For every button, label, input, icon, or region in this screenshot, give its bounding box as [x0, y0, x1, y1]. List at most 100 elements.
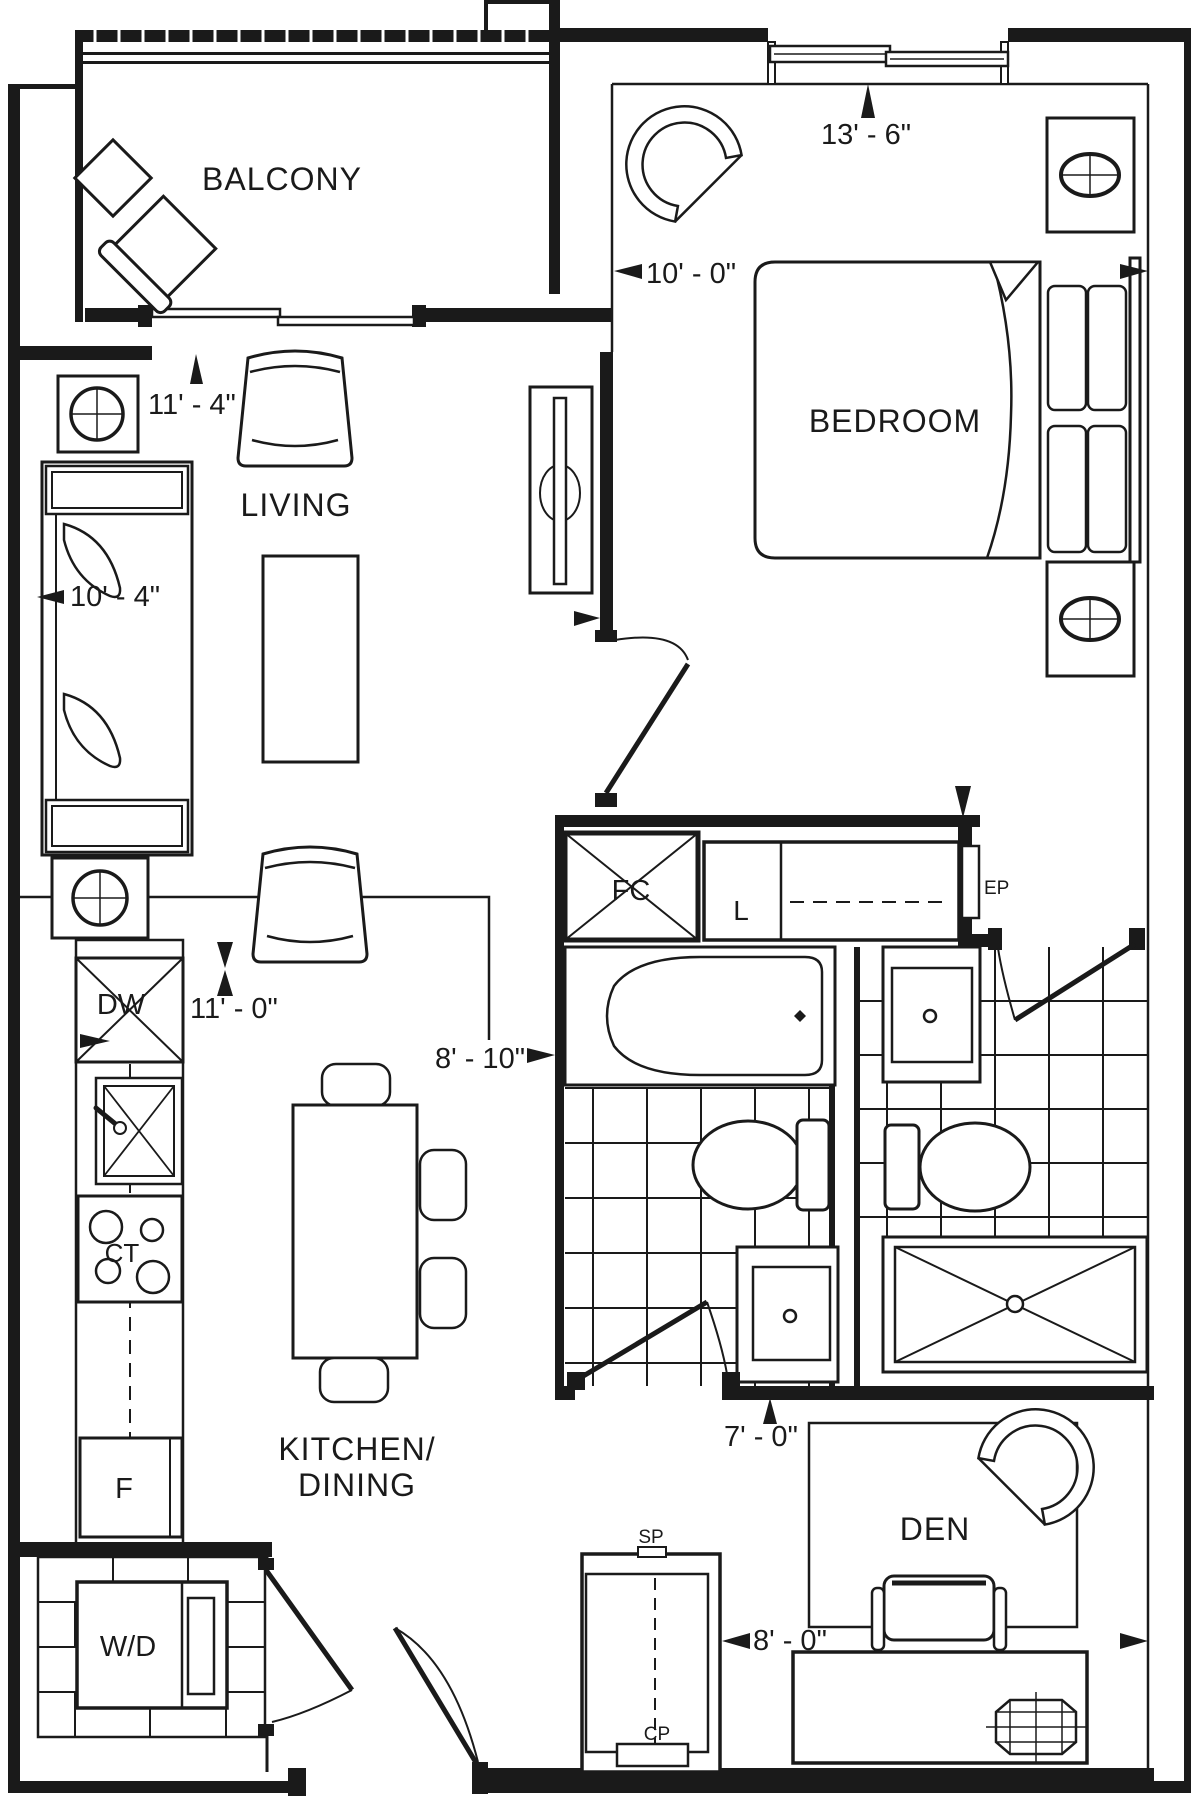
svg-text:11' - 4": 11' - 4"	[148, 389, 236, 421]
wall-pier	[549, 0, 560, 294]
ensuite-door	[988, 928, 1145, 1023]
arrow-divider-marker	[574, 611, 600, 626]
wall-right-outer	[1184, 28, 1191, 1793]
wall-balcony-south-1	[85, 308, 138, 322]
svg-text:10' - 4": 10' - 4"	[70, 581, 160, 613]
dishwasher-label: DW	[97, 989, 146, 1021]
dim-bedroom-length: 13' - 6"	[821, 84, 911, 151]
dishwasher: DW	[74, 956, 185, 1064]
bath-door	[567, 1299, 740, 1390]
kitchen-label-line2: DINING	[298, 1467, 416, 1503]
sofa-pillow-1	[62, 522, 122, 599]
entry-threshold	[288, 1768, 306, 1796]
sofa	[40, 460, 194, 857]
vanity-ensuite	[881, 945, 982, 1084]
wall-bath-north	[555, 815, 980, 827]
dining-chair-right-2	[418, 1256, 468, 1330]
nightstand-bottom	[1045, 560, 1136, 678]
balcony-railing	[75, 30, 554, 64]
wall-living-notch	[20, 346, 152, 360]
armchair-bottom	[251, 845, 369, 964]
bed-blanket-fold	[988, 260, 1041, 303]
den-label: DEN	[900, 1511, 971, 1547]
sofa-pillow-2	[62, 692, 122, 769]
arrow-dw	[80, 1034, 110, 1048]
entry-door	[392, 1626, 481, 1768]
sp-fixture	[637, 1546, 667, 1558]
living: LIVING	[40, 349, 594, 964]
washer-dryer: W/D	[75, 1580, 229, 1710]
wall-balcony-south-2	[426, 308, 558, 322]
living-label: LIVING	[241, 487, 352, 523]
den-lounge-chair	[977, 1408, 1095, 1526]
washer-dryer-label: W/D	[100, 1631, 156, 1663]
bedroom-window	[767, 41, 1010, 85]
dimensions: 11' - 4" 13' - 6" 10' - 0" 10' - 4" 11' …	[37, 84, 1148, 1657]
bed-blanket-edge	[985, 261, 1013, 559]
dim-bedroom-width: 10' - 0"	[614, 258, 1148, 290]
balcony-table	[72, 137, 154, 219]
toilet-ensuite	[883, 1121, 1032, 1213]
wall-bedroom-inner-faces	[610, 82, 1148, 352]
bathroom-ensuite	[574, 611, 1149, 1374]
wall-left-outer	[8, 85, 20, 1793]
bedroom-lounge-chair	[625, 105, 743, 223]
line-living-south	[20, 895, 491, 1040]
balcony-chair	[97, 194, 218, 315]
fan-coil-label: FC	[612, 875, 651, 907]
svg-text:11' - 0": 11' - 0"	[190, 993, 278, 1025]
shower-drain	[1005, 1294, 1025, 1314]
dim-kitchen-length: 11' - 0"	[190, 942, 278, 1025]
dining-table-set	[291, 1062, 468, 1404]
bed	[753, 260, 1042, 560]
laundry-entry: W/D SP CP	[36, 1527, 722, 1774]
bathtub	[563, 945, 837, 1087]
wall-bath-divider-b	[854, 947, 860, 1387]
wall-bottom-left	[8, 1781, 296, 1793]
tv-console	[528, 385, 594, 595]
bedroom-door	[595, 630, 691, 807]
arrow-hall-marker	[955, 786, 971, 818]
wall-endcap-entry	[472, 1762, 488, 1794]
sp-label: SP	[638, 1527, 663, 1548]
electrical-panel: EP	[960, 844, 1009, 920]
cp-label: CP	[644, 1724, 670, 1745]
armchair-top	[236, 349, 354, 468]
wall-bath-west	[555, 815, 564, 1400]
wall-divider	[600, 352, 613, 638]
svg-text:7' - 0": 7' - 0"	[724, 1421, 798, 1453]
fridge: F	[78, 1436, 184, 1539]
dining-chair-bottom	[318, 1356, 390, 1404]
linen-label: L	[733, 895, 749, 926]
dim-den-width: 8' - 0"	[722, 1625, 1148, 1657]
linen-closet: L	[702, 840, 961, 942]
wall-top-left-seg	[560, 28, 768, 42]
dim-den-length: 7' - 0"	[724, 1398, 798, 1453]
cooktop: CT	[76, 1194, 184, 1304]
wall-topleft-connector	[8, 84, 78, 89]
balcony: BALCONY	[72, 30, 554, 327]
nightstand-top	[1045, 116, 1136, 234]
kitchen-label-line1: KITCHEN/	[278, 1431, 435, 1467]
cooktop-label: CT	[105, 1238, 140, 1268]
dim-living-length: 10' - 4"	[37, 581, 160, 613]
bathroom-main: FC L EP	[562, 830, 1009, 1390]
dim-balcony-width: 11' - 4"	[148, 354, 236, 421]
slab-edge-h	[484, 0, 552, 4]
balcony-sliding-door	[138, 305, 426, 327]
bed-pillows	[1046, 284, 1128, 554]
wall-bath-den-south	[722, 1386, 1154, 1400]
sp-cp-closet: SP CP	[580, 1527, 722, 1774]
bedroom: BEDROOM	[595, 41, 1142, 807]
dining-table	[291, 1103, 419, 1360]
cp-fixture	[615, 1742, 690, 1768]
slab-edge-v	[484, 0, 488, 30]
den: DEN	[791, 1408, 1095, 1765]
svg-text:8' - 10": 8' - 10"	[435, 1043, 525, 1075]
bedroom-label: BEDROOM	[809, 403, 981, 439]
electrical-panel-label: EP	[984, 878, 1009, 899]
bed-headboard	[1128, 256, 1142, 564]
dining-chair-right-1	[418, 1148, 468, 1222]
balcony-label: BALCONY	[202, 161, 362, 197]
